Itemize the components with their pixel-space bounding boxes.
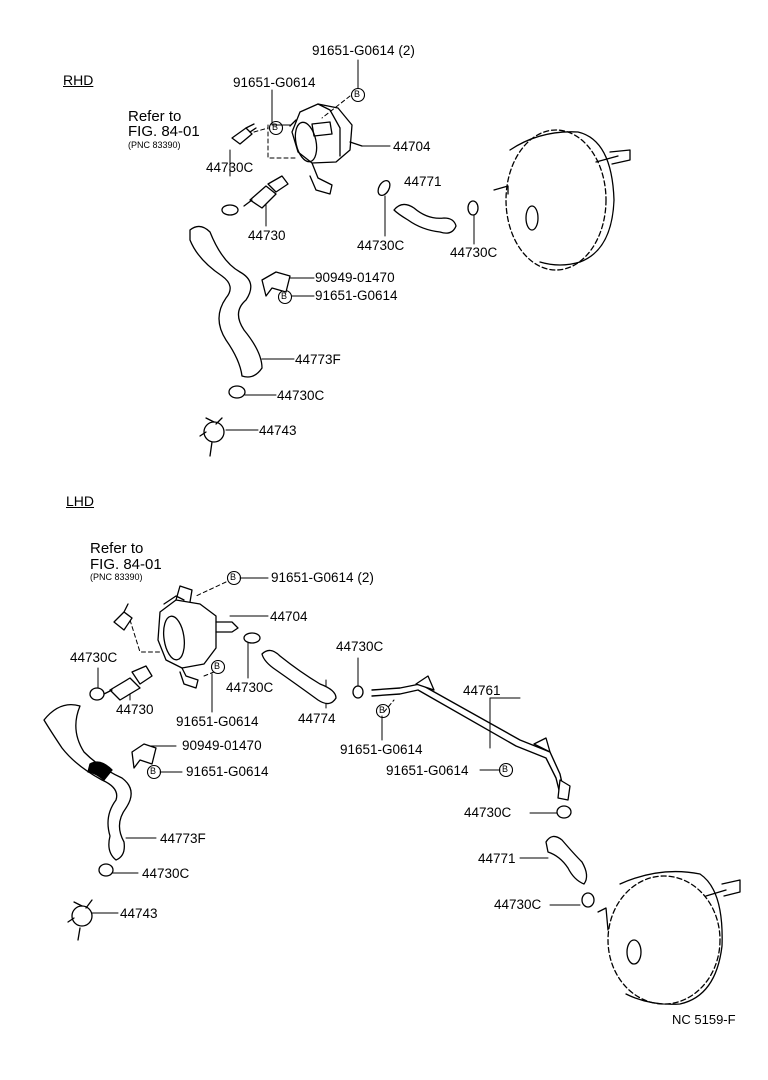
lhd-label-tank: 44704 bbox=[270, 609, 308, 624]
rhd-check-valve bbox=[243, 175, 289, 209]
rhd-label-clamp-center: 44730C bbox=[357, 238, 405, 253]
lhd-bracket bbox=[131, 743, 157, 769]
lhd-label-hose-booster: 44771 bbox=[478, 851, 516, 866]
rhd-bracket bbox=[261, 271, 291, 297]
lhd-label-bolt-top: 91651-G0614 (2) bbox=[271, 570, 374, 585]
rhd-label-bracket-bolt: 91651-G0614 bbox=[315, 288, 398, 303]
rhd-union bbox=[199, 417, 225, 457]
rhd-label-bolt-top: 91651-G0614 (2) bbox=[312, 43, 415, 58]
rhd-label-clamp-bottom: 44730C bbox=[277, 388, 325, 403]
rhd-vacuum-tank bbox=[289, 103, 363, 195]
lhd-label-clamp-mid: 44730C bbox=[226, 680, 274, 695]
lhd-union bbox=[67, 899, 93, 941]
lhd-label-hose-long: 44773F bbox=[160, 831, 206, 846]
lhd-label-hose-short: 44774 bbox=[298, 711, 336, 726]
lhd-label-check-valve: 44730 bbox=[116, 702, 154, 717]
rhd-clamps bbox=[221, 179, 479, 399]
drawing-code: NC 5159-F bbox=[672, 1012, 736, 1027]
lhd-refer-fitting bbox=[113, 603, 133, 631]
rhd-leaders bbox=[225, 59, 475, 431]
lhd-bolt-marker-top: B bbox=[230, 572, 237, 582]
rhd-hose-short bbox=[393, 203, 457, 234]
rhd-refer-line2: FIG. 84-01 bbox=[128, 123, 200, 140]
lhd-check-valve bbox=[103, 665, 153, 701]
rhd-label-tank: 44704 bbox=[393, 139, 431, 154]
rhd-bolt-marker-bracket: B bbox=[281, 291, 288, 301]
lhd-bolt-marker-pipe-right: B bbox=[502, 764, 509, 774]
lhd-brake-booster bbox=[597, 870, 741, 1005]
lhd-label-bracket-bolt: 91651-G0614 bbox=[186, 764, 269, 779]
lhd-clamps bbox=[89, 632, 595, 908]
lhd-label-clamp-bottom: 44730C bbox=[142, 866, 190, 881]
rhd-bolt-marker-mid: B bbox=[272, 122, 279, 132]
lhd-label-clamp-upper: 44730C bbox=[336, 639, 384, 654]
rhd-brake-booster bbox=[493, 129, 631, 271]
lhd-hose-long bbox=[43, 703, 132, 861]
rhd-section-label: RHD bbox=[63, 72, 94, 88]
lhd-label-pipe-bolt-left: 91651-G0614 bbox=[340, 742, 423, 757]
rhd-refer-pnc: (PNC 83390) bbox=[128, 140, 181, 150]
lhd-label-pipe-bolt-right: 91651-G0614 bbox=[386, 763, 469, 778]
lhd-label-union: 44743 bbox=[120, 906, 158, 921]
lhd-refer-line2: FIG. 84-01 bbox=[90, 556, 162, 573]
rhd-label-clamp-right: 44730C bbox=[450, 245, 498, 260]
rhd-dashed-guides bbox=[253, 95, 351, 159]
lhd-label-clamp-pipe-end: 44730C bbox=[464, 805, 512, 820]
rhd-refer-line1: Refer to bbox=[128, 108, 182, 125]
lhd-bolt-marker-under-tank: B bbox=[214, 661, 221, 671]
lhd-label-clamp-booster: 44730C bbox=[494, 897, 542, 912]
rhd-label-bracket: 90949-01470 bbox=[315, 270, 395, 285]
lhd-vacuum-tank bbox=[157, 585, 239, 689]
rhd-refer-fitting bbox=[231, 123, 257, 145]
rhd-bolt-marker-top: B bbox=[354, 89, 361, 99]
rhd-label-clamp-left: 44730C bbox=[206, 160, 254, 175]
lhd-metal-pipe bbox=[371, 675, 571, 801]
rhd-label-union: 44743 bbox=[259, 423, 297, 438]
lhd-label-pipe: 44761 bbox=[463, 683, 501, 698]
lhd-hose-band bbox=[87, 761, 113, 781]
lhd-bolt-markers bbox=[146, 570, 514, 780]
rhd-hose-long bbox=[189, 225, 263, 378]
rhd-label-hose-short: 44771 bbox=[404, 174, 442, 189]
rhd-label-bolt-mid: 91651-G0614 bbox=[233, 75, 316, 90]
lhd-bolt-marker-bracket: B bbox=[150, 766, 157, 776]
lhd-hose-booster bbox=[545, 835, 588, 885]
lhd-label-clamp-left: 44730C bbox=[70, 650, 118, 665]
rhd-label-hose-long: 44773F bbox=[295, 352, 341, 367]
rhd-label-check-valve: 44730 bbox=[248, 228, 286, 243]
lhd-refer-pnc: (PNC 83390) bbox=[90, 572, 143, 582]
lhd-hose-short bbox=[261, 649, 337, 705]
lhd-section-label: LHD bbox=[66, 493, 95, 509]
lhd-dashed-guides bbox=[129, 581, 395, 713]
lhd-refer-line1: Refer to bbox=[90, 540, 144, 557]
lhd-label-bolt-under-tank: 91651-G0614 bbox=[176, 714, 259, 729]
lhd-bolt-marker-pipe-left: B bbox=[379, 705, 386, 715]
lhd-label-bracket: 90949-01470 bbox=[182, 738, 262, 753]
